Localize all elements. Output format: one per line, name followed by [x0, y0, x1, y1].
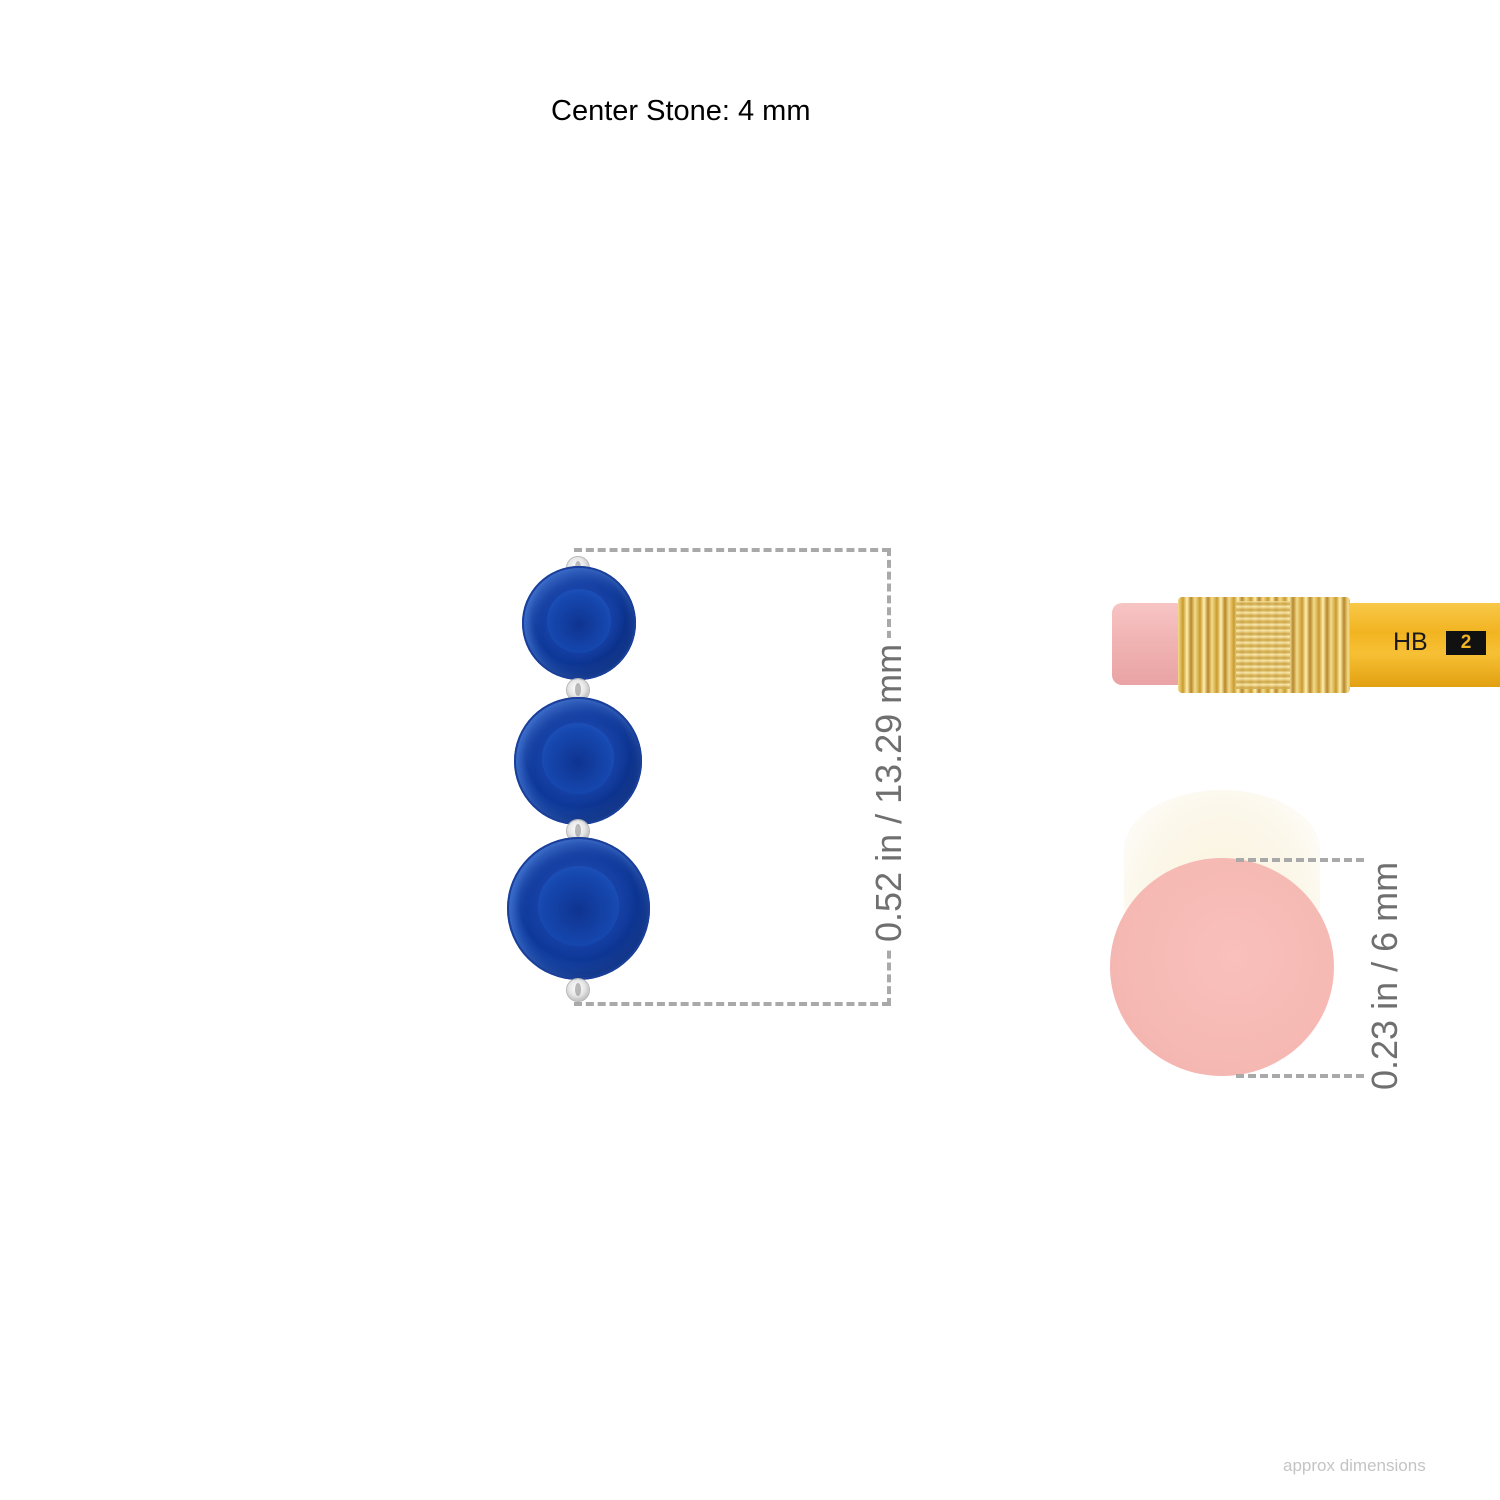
- pencil-grade-text: HB: [1393, 628, 1428, 656]
- prong-2: [567, 820, 589, 842]
- pencil-body: HB 2: [1350, 603, 1500, 687]
- prong-1: [567, 679, 589, 701]
- middle-stone: [514, 697, 642, 825]
- pendant-dimension-label: 0.52 in / 13.29 mm: [868, 637, 910, 948]
- pencil-ferrule: [1178, 597, 1350, 693]
- dimension-line-top: [574, 548, 890, 552]
- eraser-dimension-label: 0.23 in / 6 mm: [1364, 861, 1405, 1090]
- eraser-end-view: [1110, 858, 1334, 1076]
- approx-dimensions-note: approx dimensions: [1283, 1456, 1426, 1475]
- dimension-line-bottom: [574, 1002, 890, 1006]
- eraser-dimension-bottom: [1236, 1074, 1364, 1078]
- prong-bottom: [567, 979, 589, 1001]
- center-stone-title: Center Stone: 4 mm: [551, 95, 811, 127]
- pencil-eraser: [1112, 603, 1180, 685]
- pencil-grade-number: 2: [1446, 631, 1486, 655]
- top-stone: [522, 566, 636, 680]
- bottom-stone: [507, 837, 650, 980]
- pencil-reference: HB 2: [1110, 597, 1500, 693]
- eraser-dimension-top: [1236, 858, 1364, 862]
